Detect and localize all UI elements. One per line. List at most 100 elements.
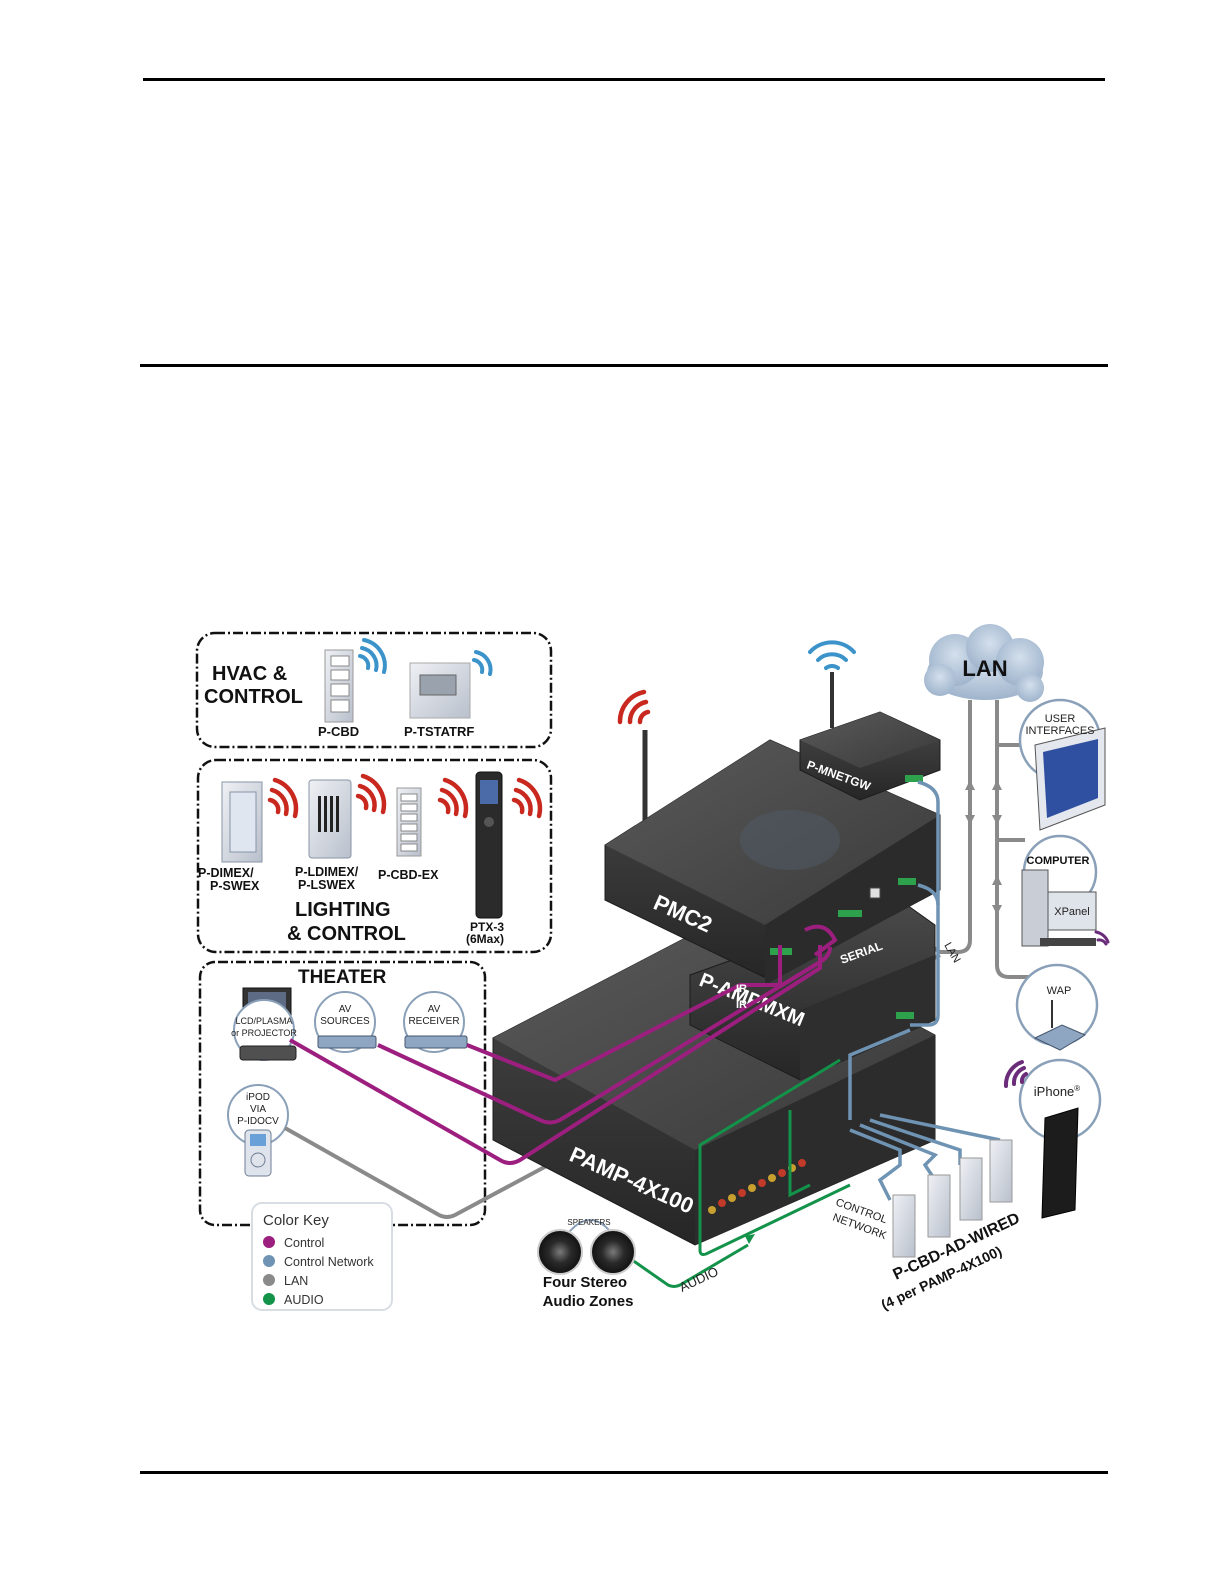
ptx-3-max-label: (6Max) — [466, 932, 504, 946]
color-key-legend: Color Key Control Control Network LAN AU… — [251, 1202, 393, 1311]
audio-wire-speakers — [624, 1243, 749, 1288]
rf-signal-icon — [355, 773, 387, 815]
footer-rule — [140, 1471, 1108, 1474]
p-ldimex-label: P-LDIMEX/ — [295, 865, 359, 879]
legend-label-lan: LAN — [284, 1274, 308, 1288]
dimmer-icon — [221, 781, 263, 863]
color-key-title: Color Key — [263, 1212, 329, 1229]
registered-mark: ® — [1074, 1084, 1080, 1093]
iphone-label-text: iPhone — [1034, 1084, 1074, 1099]
speakers-caption-line1: Four Stereo — [543, 1274, 627, 1291]
speakers-caption-line2: Audio Zones — [543, 1293, 634, 1310]
legend-label-control-network: Control Network — [284, 1255, 374, 1269]
rf-signal-icon — [472, 650, 493, 676]
lan-cloud-label: LAN — [962, 656, 1007, 681]
rf-signal-icon — [511, 777, 543, 819]
audio-wire-mxm-amp — [698, 1058, 851, 1256]
cn-wire-pmc2 — [917, 883, 940, 906]
hvac-control-group: HVAC & CONTROL P-CBD P-TSTATRF — [195, 631, 553, 749]
speakers-icon — [537, 1219, 636, 1275]
legend-label-control: Control — [284, 1236, 324, 1250]
ir-label-1: IR — [736, 983, 747, 995]
cn-wire-kp4 — [879, 1113, 1001, 1142]
ptx-3-label: PTX-3 — [470, 920, 504, 934]
terminal-block — [896, 1012, 914, 1019]
rf-signal-icon — [437, 777, 469, 819]
cn-wire-kp1 — [849, 1128, 902, 1201]
wired-keypads — [892, 1139, 1013, 1258]
control-wire-sources — [377, 946, 832, 1125]
thermostat-icon — [409, 662, 471, 719]
computer-node — [1021, 834, 1110, 947]
lighting-title-line1: LIGHTING — [295, 899, 391, 921]
control-wire-receiver — [466, 945, 782, 1083]
legend-label-audio: AUDIO — [284, 1293, 324, 1307]
system-diagram: HVAC & CONTROL P-CBD P-TSTATRF — [195, 624, 1110, 1313]
p-swex-label: P-SWEX — [210, 879, 260, 893]
p-cbd-keypad-icon — [324, 649, 354, 723]
p-cbd-label: P-CBD — [318, 724, 359, 739]
wap-node — [1015, 963, 1099, 1051]
touch-panel-screen — [1043, 739, 1098, 818]
audio-arrow-icon — [745, 1234, 755, 1244]
p-cbd-ex-label: P-CBD-EX — [378, 868, 439, 882]
theater-title: THEATER — [298, 967, 387, 988]
audio-wires — [624, 1058, 851, 1288]
lighting-title-line2: & CONTROL — [287, 923, 406, 945]
rf-signal-icon — [358, 638, 387, 674]
keyboard-icon — [1040, 938, 1096, 946]
section-rule — [140, 364, 1108, 367]
hvac-title-line2: CONTROL — [204, 686, 303, 708]
legend-swatch-control — [263, 1236, 275, 1248]
control-wires — [289, 924, 838, 1165]
lan-arrows — [965, 780, 1002, 915]
hvac-title-line1: HVAC & — [212, 663, 287, 685]
keypad-icon — [396, 787, 422, 857]
theater-group: THEATER LCD/PLASMA or PROJECTOR AV SOURC… — [198, 960, 487, 1227]
p-lswex-label: P-LSWEX — [298, 878, 356, 892]
cn-wire-kp2 — [859, 1123, 939, 1181]
p-dimex-label: P-DIMEX/ — [198, 866, 254, 880]
lamp-dimmer-icon — [308, 779, 352, 859]
av-sources-line2: SOURCES — [320, 1016, 370, 1027]
computer-label: COMPUTER — [1027, 855, 1090, 867]
ipod-icon — [227, 1084, 289, 1177]
wap-label: WAP — [1047, 985, 1072, 997]
display-label-line1: LCD/PLASMA — [235, 1016, 292, 1026]
lan-wire-ipod — [284, 953, 941, 1219]
iphone-label: iPhone® — [1034, 1084, 1080, 1099]
rf-signal-icon — [617, 689, 651, 725]
rf-signal-icon — [1094, 930, 1110, 946]
av-sources-line1: AV — [339, 1004, 352, 1015]
lighting-group-border — [196, 758, 553, 954]
rf-signal-icon — [1003, 1060, 1028, 1088]
logo-swirl-icon — [740, 810, 840, 870]
ipod-line1: iPOD — [246, 1092, 270, 1103]
p-ampmxm-device — [689, 899, 936, 1081]
lan-wires — [284, 700, 1030, 1219]
rf-signal-icon — [267, 777, 299, 819]
ir-label-2: IR — [736, 999, 747, 1011]
terminal-block — [905, 775, 923, 782]
cn-wire-gateway — [910, 780, 940, 1027]
speakers-badge: SPEAKERS — [567, 1218, 610, 1227]
legend-swatch-lan — [263, 1274, 275, 1286]
smartphone-icon — [1041, 1107, 1079, 1219]
control-wire-loop — [804, 924, 838, 957]
p-mnetgw-device — [799, 640, 941, 801]
hvac-group-border — [195, 631, 553, 749]
keypad-icon — [892, 1194, 916, 1258]
control-wire-display — [289, 945, 822, 1165]
user-interfaces-line1: USER — [1045, 713, 1076, 725]
av-receiver-line2: RECEIVER — [408, 1016, 459, 1027]
display-label-line2: or PROJECTOR — [231, 1028, 297, 1038]
legend-swatch-audio — [263, 1293, 275, 1305]
user-interfaces-line2: INTERFACES — [1025, 725, 1094, 737]
rf-signal-icon — [808, 640, 856, 670]
router-icon — [1033, 1024, 1087, 1051]
keypad-icon — [959, 1157, 983, 1221]
lan-cloud-icon — [924, 624, 1044, 702]
av-receiver-icon — [403, 991, 468, 1053]
header-rule — [143, 78, 1105, 81]
av-receiver-line1: AV — [428, 1004, 441, 1015]
